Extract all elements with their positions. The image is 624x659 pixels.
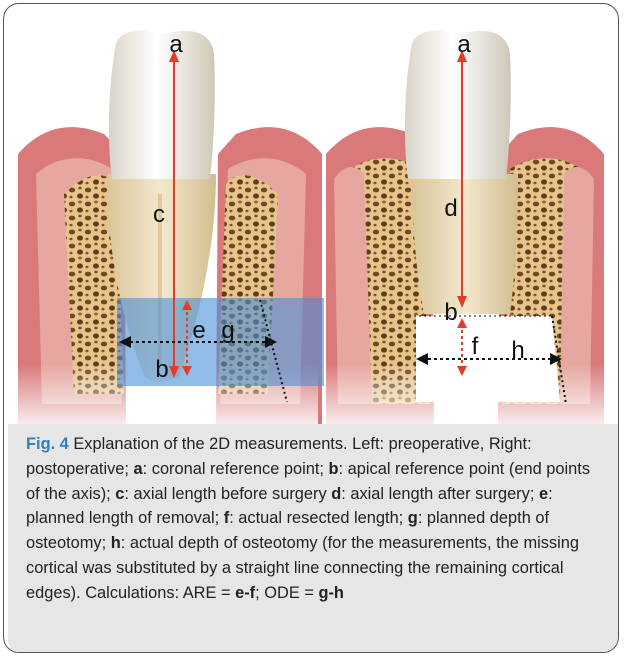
label-b-right: b: [444, 299, 457, 326]
caption-term: e-f: [235, 584, 255, 602]
label-h: h: [511, 337, 524, 364]
caption-term: e: [539, 485, 548, 503]
caption-box: Fig. 4 Explanation of the 2D measurement…: [8, 424, 619, 653]
figure-frame: a c e g b a d b f h Fig. 4 Explanation o…: [3, 3, 619, 653]
caption-term: d: [331, 485, 341, 503]
figure-caption: Fig. 4 Explanation of the 2D measurement…: [26, 432, 606, 606]
right-tooth-postoperative: [326, 30, 619, 434]
label-d: d: [444, 195, 457, 222]
figure-number: Fig. 4: [26, 435, 69, 453]
caption-text: : coronal reference point;: [143, 460, 329, 478]
label-c: c: [153, 201, 165, 228]
label-b-left: b: [155, 356, 168, 383]
caption-term: a: [134, 460, 143, 478]
caption-text: ; ODE =: [255, 584, 318, 602]
label-a-right: a: [457, 31, 471, 58]
tooth-illustration: a c e g b a d b f h: [4, 4, 619, 434]
caption-text: : actual resected length;: [229, 509, 408, 527]
caption-term: g-h: [318, 584, 343, 602]
caption-text: : axial length after surgery;: [341, 485, 539, 503]
label-g: g: [221, 317, 234, 344]
label-e: e: [192, 317, 205, 344]
caption-term: g: [408, 509, 418, 527]
caption-term: b: [329, 460, 339, 478]
caption-term: h: [111, 534, 121, 552]
label-a-left: a: [169, 31, 183, 58]
label-f: f: [472, 333, 479, 360]
caption-text: : axial length before surgery: [124, 485, 331, 503]
